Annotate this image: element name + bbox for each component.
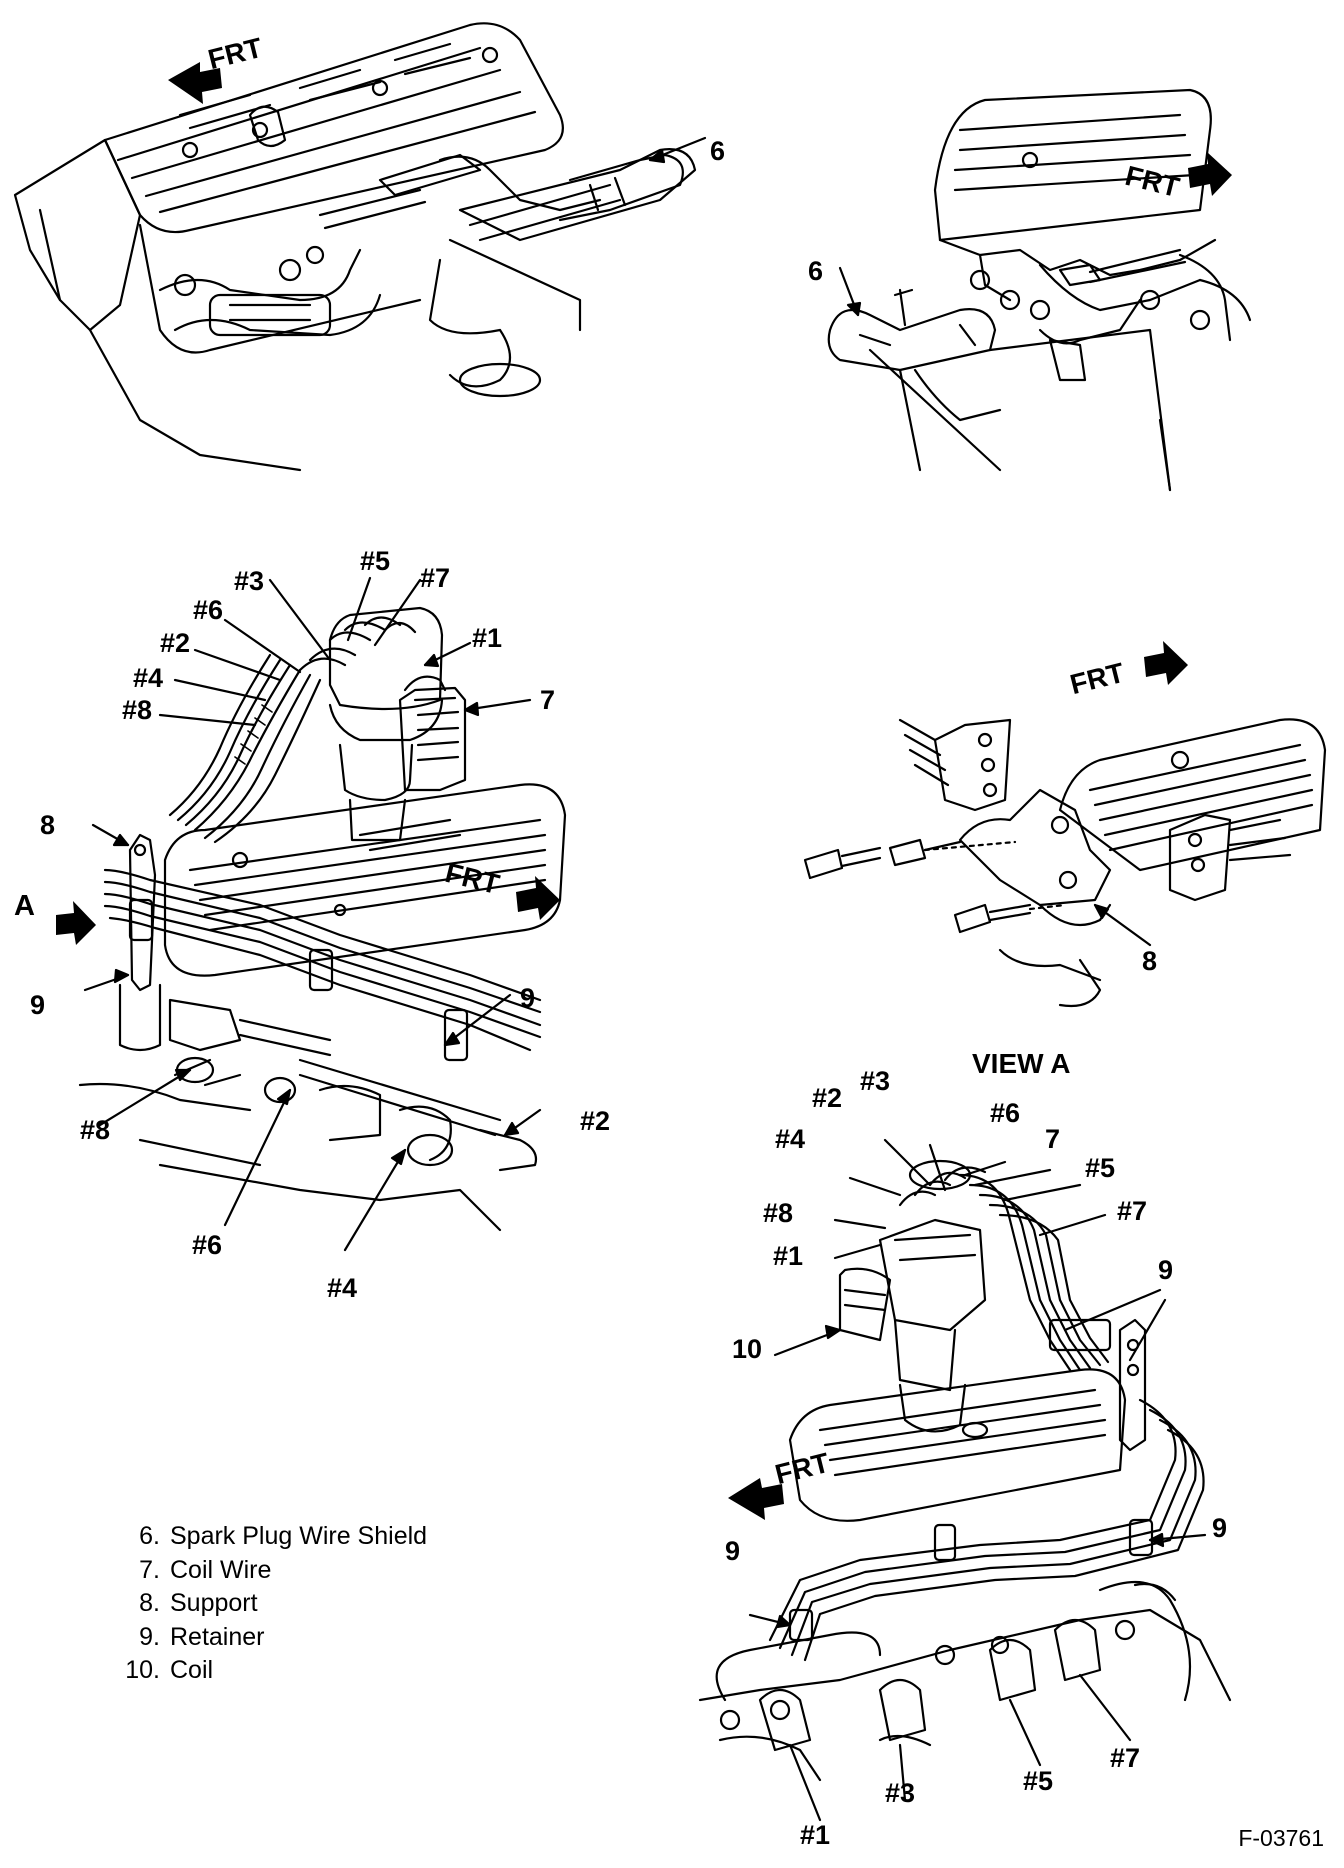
callout-mid-left-6: #6 [193, 595, 224, 625]
callout-view-a-8: #8 [763, 1198, 794, 1228]
view-a-marker-label: A [14, 890, 35, 922]
callout-view-a-plug-5: #5 [1023, 1766, 1054, 1796]
view-a-title: VIEW A [972, 1048, 1071, 1079]
legend-item: 8. Support [118, 1587, 427, 1621]
legend-text: Coil [170, 1656, 214, 1684]
callout-view-a-retainer-9a: 9 [1158, 1255, 1174, 1285]
callout-mid-left-8: #8 [122, 695, 153, 725]
callout-view-a-coil-10: 10 [732, 1334, 763, 1364]
callout-mid-left-5: #5 [360, 546, 391, 576]
legend-number: 8. [139, 1589, 160, 1617]
legend-item: 6. Spark Plug Wire Shield [118, 1520, 427, 1554]
legend-text: Retainer [170, 1622, 265, 1651]
callout-mid-left-retainer-9a: 9 [30, 990, 46, 1020]
callout-mid-left-3: #3 [234, 566, 265, 596]
figure-id: F-03761 [1238, 1825, 1324, 1851]
legend-number: 9. [139, 1622, 160, 1651]
callout-mid-left-7: #7 [420, 563, 451, 593]
callout-view-a-7: #7 [1117, 1196, 1148, 1226]
callout-mid-left-retainer-9b: 9 [520, 983, 536, 1013]
callout-6-top-right: 6 [808, 256, 824, 286]
legend-item: 9. Retainer [118, 1621, 427, 1655]
frt-arrow-view-a [728, 1478, 784, 1520]
callout-view-a-plug-7: #7 [1110, 1743, 1141, 1773]
view-a-drawing [698, 1138, 1232, 1822]
engine-top-left-drawing [13, 22, 707, 472]
callout-mid-left-plug-4: #4 [327, 1273, 358, 1303]
callout-view-a-6: #6 [990, 1098, 1021, 1128]
callout-view-a-plug-1: #1 [800, 1820, 831, 1850]
view-a-marker-arrow [56, 901, 96, 945]
legend-item: 10. Coil [118, 1654, 427, 1688]
callout-mid-left-coil-wire-7: 7 [540, 685, 556, 715]
callout-mid-left-4: #4 [133, 663, 164, 693]
callout-mid-left-plug-6: #6 [192, 1230, 223, 1260]
callout-view-a-plug-3: #3 [885, 1778, 916, 1808]
parts-legend: 6. Spark Plug Wire Shield 7. Coil Wire 8. S… [118, 1520, 427, 1688]
callout-view-a-5: #5 [1085, 1153, 1116, 1183]
callout-6-top-left: 6 [710, 136, 726, 166]
callout-view-a-coil-wire-7: 7 [1045, 1124, 1061, 1154]
callout-mid-left-support-8: 8 [40, 810, 56, 840]
callout-view-a-3: #3 [860, 1066, 891, 1096]
legend-number: 6. [139, 1522, 160, 1550]
legend-text: Spark Plug Wire Shield [170, 1522, 428, 1550]
callout-mid-left-2: #2 [160, 628, 191, 658]
callout-view-a-4: #4 [775, 1124, 806, 1154]
engine-top-right-drawing [827, 88, 1252, 492]
legend-text: Support [170, 1589, 258, 1617]
callout-mid-left-plug-2: #2 [580, 1106, 611, 1136]
callout-mid-left-1: #1 [472, 623, 503, 653]
legend-text: Coil Wire [170, 1555, 272, 1584]
distributor-left-drawing [78, 576, 567, 1252]
frt-arrow-top-right [1188, 152, 1232, 196]
frt-arrow-mid-right [1144, 641, 1188, 685]
callout-view-a-retainer-9c: 9 [725, 1536, 741, 1566]
frt-arrow-top-left [168, 62, 222, 104]
support-bracket-drawing [803, 718, 1327, 1008]
callout-view-a-2: #2 [812, 1083, 843, 1113]
legend-number: 7. [139, 1555, 160, 1584]
callout-mid-left-plug-8: #8 [80, 1115, 111, 1145]
callout-view-a-retainer-9b: 9 [1212, 1513, 1228, 1543]
legend-number: 10. [125, 1656, 160, 1684]
legend-item: 7. Coil Wire [118, 1554, 427, 1588]
callout-support-8: 8 [1142, 946, 1158, 976]
callout-view-a-1: #1 [773, 1241, 804, 1271]
frt-arrow-mid-left [516, 876, 560, 920]
